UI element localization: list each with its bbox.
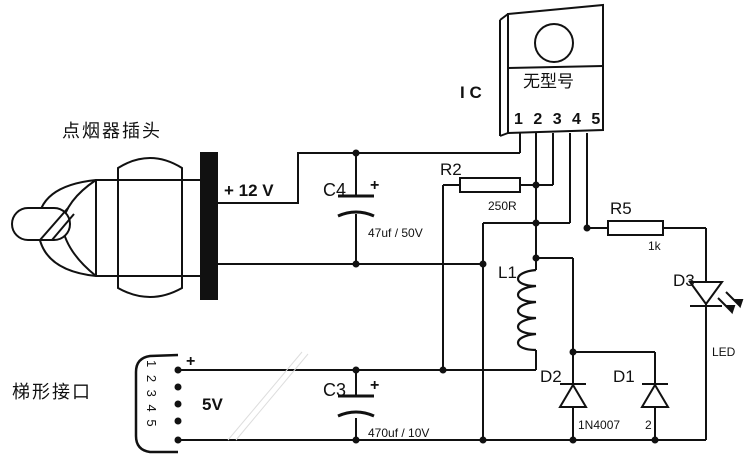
d1-diode <box>640 383 670 408</box>
c4-label: C4 <box>323 180 346 200</box>
diode-part-number: 1N4007 <box>578 418 620 432</box>
r5-resistor <box>607 220 664 236</box>
c4-plus: + <box>370 177 379 194</box>
ladder-pin-numbers: 1 2 3 4 5 <box>144 360 159 429</box>
ic-pins <box>519 133 588 258</box>
d2-diode <box>558 383 588 408</box>
r5-label: R5 <box>610 199 632 218</box>
cigarette-lighter-plug <box>11 152 218 300</box>
c4-capacitor <box>337 194 375 218</box>
ladder-pin-dots <box>174 366 182 444</box>
r2-resistor <box>459 177 521 193</box>
c3-value: 470uf / 10V <box>368 426 429 440</box>
ic-mounting-hole <box>534 23 574 63</box>
ic-regulator <box>499 3 604 137</box>
junction-dots <box>352 149 659 444</box>
d3-led <box>688 281 744 318</box>
l1-inductor <box>516 268 537 352</box>
d2-label: D2 <box>540 367 562 386</box>
plug-title: 点烟器插头 <box>62 121 162 142</box>
scan-marks <box>227 351 309 441</box>
r2-value: 250R <box>488 199 517 213</box>
r5-value: 1k <box>648 239 662 253</box>
ladder-plus: + <box>186 353 195 370</box>
ic-pin-numbers: 1 2 3 4 5 <box>514 111 603 128</box>
l1-label: L1 <box>498 263 517 282</box>
d1-label: D1 <box>613 367 635 386</box>
output-voltage-label: 5V <box>202 395 223 414</box>
c3-plus: + <box>370 377 379 394</box>
ladder-connector <box>134 353 179 454</box>
c4-value: 47uf / 50V <box>368 226 423 240</box>
plug-voltage-label: + 12 V <box>224 181 274 200</box>
led-label: LED <box>712 345 736 359</box>
ladder-title: 梯形接口 <box>12 382 92 403</box>
c3-capacitor <box>337 394 375 418</box>
c3-label: C3 <box>323 380 346 400</box>
d3-label: D3 <box>673 271 695 290</box>
ic-type-label: 无型号 <box>523 72 574 92</box>
ic-label: I C <box>460 83 482 102</box>
r2-label: R2 <box>440 160 462 179</box>
diode-part-suffix: 2 <box>645 418 652 432</box>
